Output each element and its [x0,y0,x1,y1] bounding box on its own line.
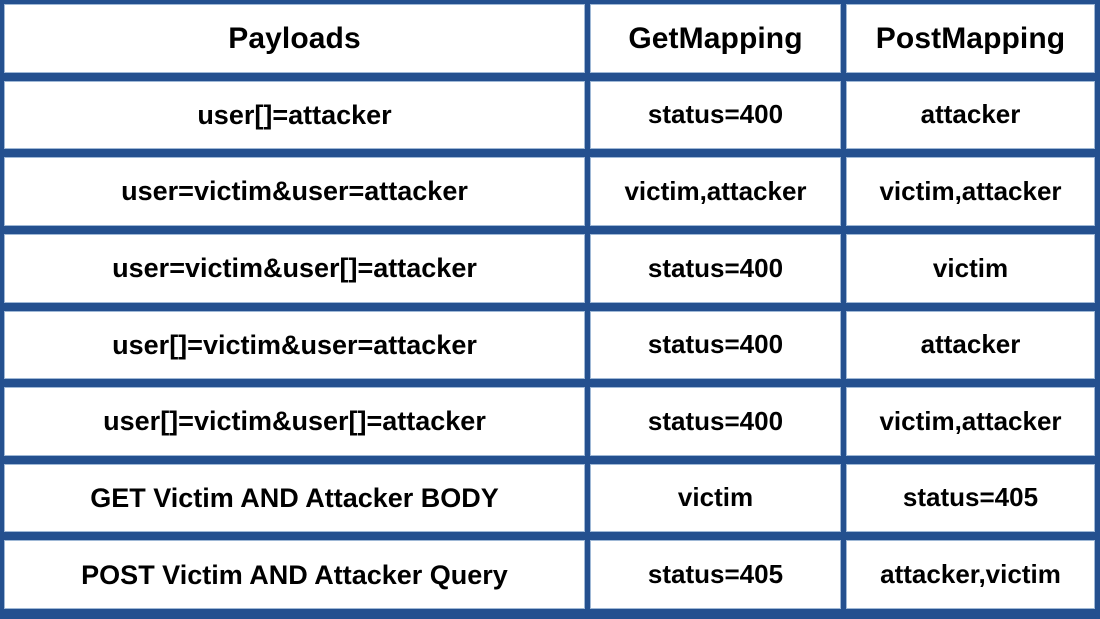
header-cell-getmapping: GetMapping [590,4,841,73]
cell-postmapping: attacker,victim [846,540,1095,609]
cell-payload: user=victim&user[]=attacker [4,233,585,303]
cell-postmapping: attacker [846,310,1095,380]
table-row: GET Victim AND Attacker BODY victim stat… [0,460,1100,537]
table-row: user=victim&user=attacker victim,attacke… [0,153,1100,230]
cell-getmapping: status=405 [590,540,841,609]
cell-payload: user=victim&user=attacker [4,157,585,226]
header-cell-postmapping: PostMapping [846,4,1095,73]
cell-payload: POST Victim AND Attacker Query [4,540,585,609]
cell-postmapping: victim,attacker [846,157,1095,226]
cell-getmapping: status=400 [590,310,841,380]
table-row: user[]=victim&user=attacker status=400 a… [0,307,1100,384]
cell-payload: GET Victim AND Attacker BODY [4,463,585,533]
cell-getmapping: status=400 [590,387,841,456]
cell-postmapping: victim [846,233,1095,303]
cell-postmapping: status=405 [846,463,1095,533]
cell-payload: user[]=victim&user[]=attacker [4,387,585,456]
cell-getmapping: victim,attacker [590,157,841,226]
cell-getmapping: victim [590,463,841,533]
table-row: POST Victim AND Attacker Query status=40… [0,536,1100,613]
cell-getmapping: status=400 [590,233,841,303]
cell-payload: user[]=attacker [4,80,585,150]
cell-getmapping: status=400 [590,80,841,150]
table-row: user[]=attacker status=400 attacker [0,77,1100,154]
cell-postmapping: victim,attacker [846,387,1095,456]
header-cell-payloads: Payloads [4,4,585,73]
cell-postmapping: attacker [846,80,1095,150]
table-header-row: Payloads GetMapping PostMapping [0,0,1100,77]
table-row: user=victim&user[]=attacker status=400 v… [0,230,1100,307]
table-row: user[]=victim&user[]=attacker status=400… [0,383,1100,460]
cell-payload: user[]=victim&user=attacker [4,310,585,380]
